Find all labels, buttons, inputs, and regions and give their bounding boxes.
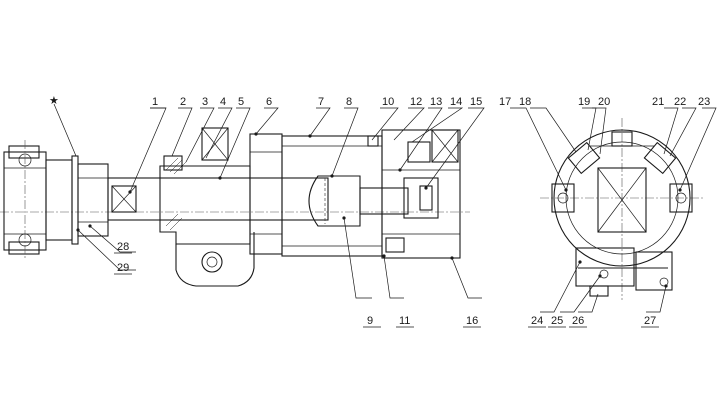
callout-6: 6 (266, 96, 272, 108)
callout-14: 14 (450, 96, 462, 108)
star-mark: ★ (49, 95, 59, 107)
right-end-view (540, 118, 705, 300)
callout-29: 29 (117, 262, 129, 274)
callout-18: 18 (519, 96, 531, 108)
callout-13: 13 (430, 96, 442, 108)
callout-12: 12 (410, 96, 422, 108)
callout-20: 20 (598, 96, 610, 108)
callout-24: 24 (531, 315, 543, 327)
callout-19: 19 (578, 96, 590, 108)
gland-housing (159, 127, 251, 245)
callout-22: 22 (674, 96, 686, 108)
rear-cap (367, 129, 461, 259)
mounting-bracket (175, 232, 255, 287)
piston-rod (107, 177, 329, 221)
leader-lines (53, 103, 717, 313)
callout-5: 5 (238, 96, 244, 108)
callout-16: 16 (466, 315, 478, 327)
callout-17: 17 (499, 96, 511, 108)
callout-10: 10 (382, 96, 394, 108)
cylinder-barrel (281, 135, 383, 257)
callout-underlines (114, 107, 659, 328)
callout-23: 23 (698, 96, 710, 108)
piston (308, 175, 409, 227)
callout-9: 9 (367, 315, 373, 327)
callout-25: 25 (551, 315, 563, 327)
callout-15: 15 (470, 96, 482, 108)
callout-4: 4 (220, 96, 226, 108)
callout-1: 1 (152, 96, 158, 108)
callout-3: 3 (202, 96, 208, 108)
callout-2: 2 (180, 96, 186, 108)
left-section-view (0, 127, 470, 287)
callout-28: 28 (117, 241, 129, 253)
collar-flange (71, 155, 109, 245)
callout-11: 11 (399, 315, 410, 327)
callout-21: 21 (652, 96, 664, 108)
callout-8: 8 (346, 96, 352, 108)
callout-27: 27 (644, 315, 656, 327)
callout-7: 7 (318, 96, 324, 108)
callout-26: 26 (572, 315, 584, 327)
head-block (249, 133, 283, 255)
callout-labels: ★ 1 2 3 4 5 6 7 8 9 10 11 12 13 14 15 16… (49, 95, 710, 327)
end-yoke (3, 140, 73, 260)
